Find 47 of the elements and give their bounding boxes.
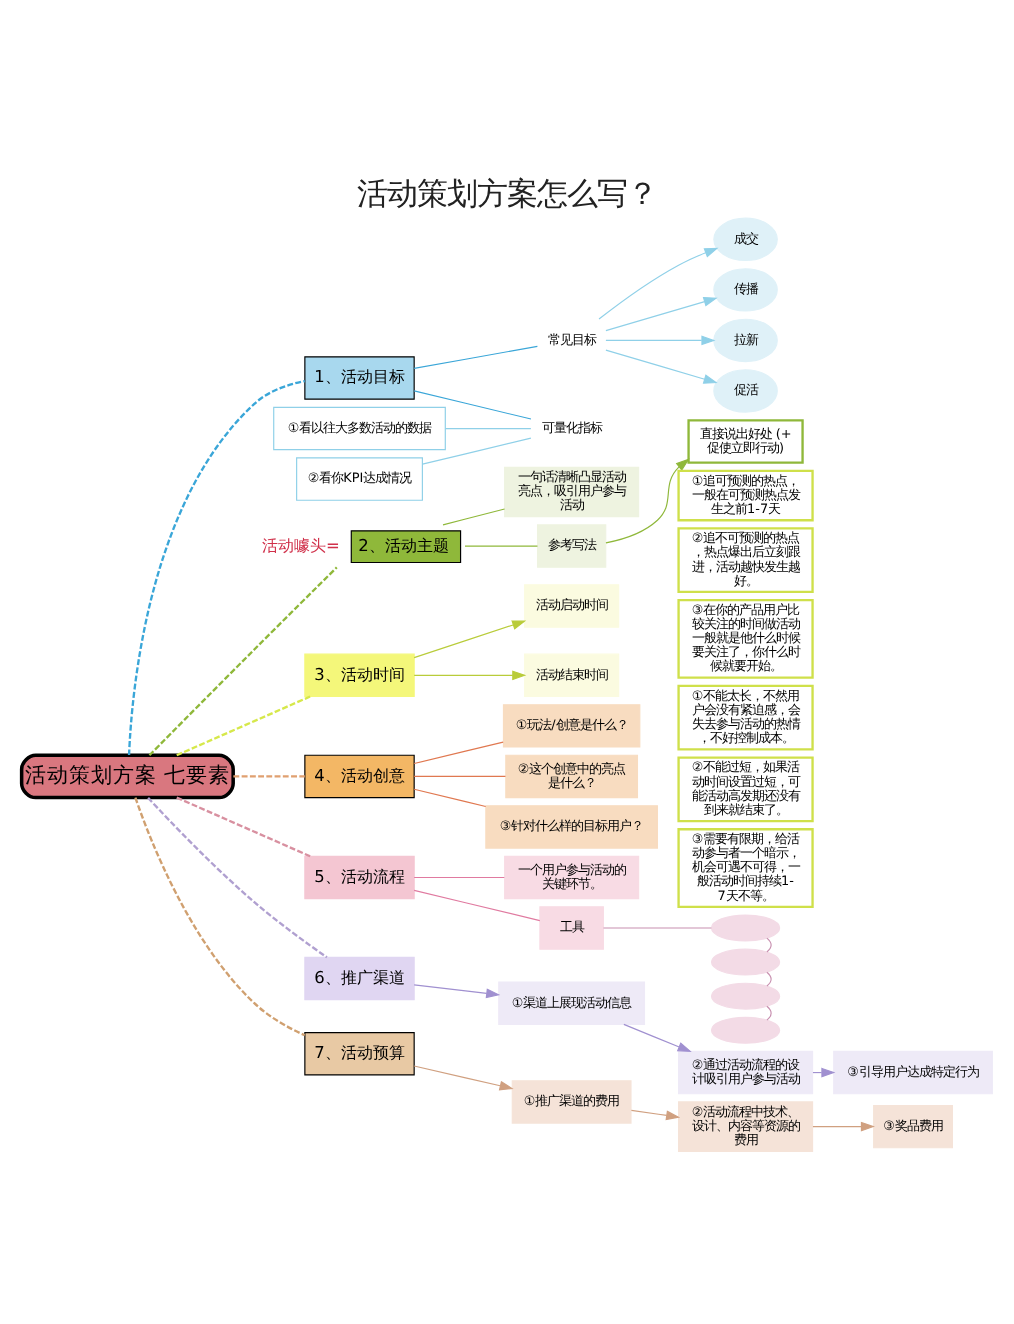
node-ellipse <box>710 981 781 1009</box>
node-box: 1、活动目标 <box>304 355 415 399</box>
connector <box>134 796 306 1036</box>
arrow <box>605 457 690 543</box>
node-box: 6、推广渠道 <box>304 955 415 1000</box>
connector <box>413 774 507 776</box>
connector <box>766 936 772 952</box>
connector <box>176 795 311 857</box>
connector <box>766 1004 772 1020</box>
connector <box>444 426 532 429</box>
arrow <box>812 1120 875 1131</box>
diagram-title: 活动策划方案怎么写？ <box>357 174 657 211</box>
connector <box>176 694 311 756</box>
node-ellipse <box>710 1015 781 1043</box>
connector <box>148 565 338 756</box>
connector <box>442 507 506 525</box>
arrow <box>630 1108 681 1120</box>
node-ellipse <box>710 913 781 941</box>
connector <box>602 926 712 928</box>
node-ellipse <box>710 947 781 975</box>
connector <box>413 888 541 921</box>
connector <box>413 875 505 878</box>
connector <box>413 389 532 419</box>
connector <box>147 796 328 958</box>
arrow <box>413 983 501 998</box>
node-box: 5、活动流程 <box>304 854 415 899</box>
node-box: 活动策划方案 七要素 <box>19 752 235 799</box>
arrow <box>598 246 719 319</box>
connector <box>127 378 305 755</box>
node-box: 4、活动创意 <box>304 753 415 798</box>
arrow <box>605 296 718 331</box>
node-box: 3、活动时间 <box>304 652 415 697</box>
node-box: 7、活动预算 <box>304 1031 415 1075</box>
connector <box>766 970 772 986</box>
arrow <box>413 619 527 658</box>
connector <box>413 740 504 764</box>
connector <box>233 774 305 777</box>
node-label: 活动噱头= <box>261 534 340 554</box>
arrow <box>605 334 716 345</box>
arrow <box>413 1064 514 1090</box>
connector <box>413 787 487 807</box>
connector <box>413 344 538 368</box>
connector <box>421 436 532 464</box>
arrow <box>413 669 527 680</box>
connector <box>464 544 539 546</box>
arrow <box>623 1022 692 1051</box>
arrow <box>605 348 718 383</box>
